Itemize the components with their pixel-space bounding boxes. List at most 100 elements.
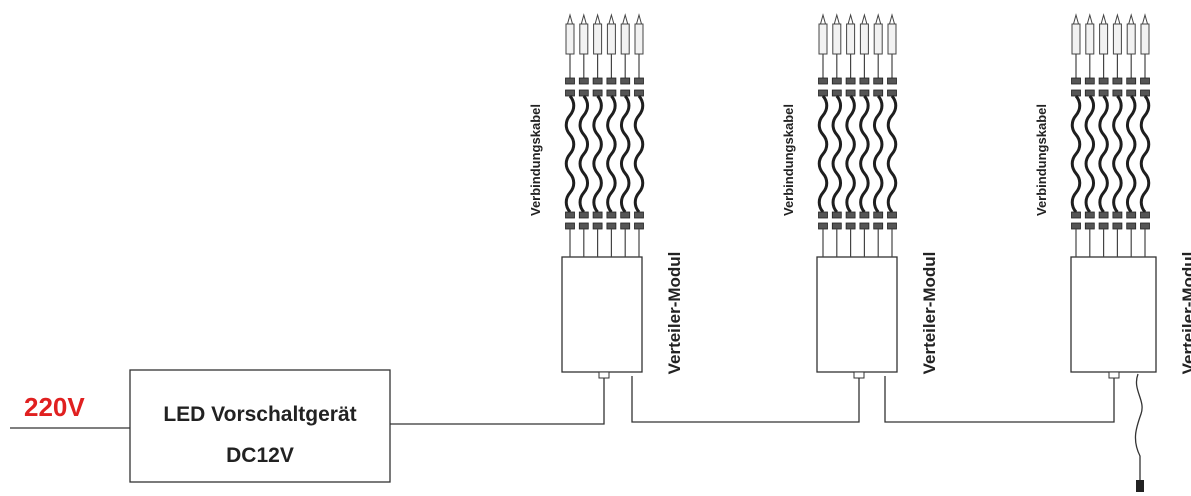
upper-connector: [578, 89, 589, 97]
lower-connector: [1098, 211, 1109, 219]
upper-connector: [859, 77, 870, 85]
led-plug: [593, 23, 603, 55]
led-plug: [620, 23, 630, 55]
led-tip: [847, 13, 854, 25]
lower-connector: [606, 211, 617, 219]
supply-to-module-1-wire: [390, 376, 605, 425]
upper-connector: [620, 77, 631, 85]
distribution-modules: VerbindungskabelVerteiler-ModulVerbindun…: [528, 13, 1191, 379]
connection-cable-wave: [606, 95, 617, 213]
connection-cable-wave: [845, 95, 856, 213]
power-supply-box: [129, 369, 391, 483]
upper-connector: [1084, 89, 1095, 97]
led-plug: [1140, 23, 1150, 55]
upper-connector: [1084, 77, 1095, 85]
module-label: Verteiler-Modul: [920, 252, 939, 375]
upper-connector: [873, 77, 884, 85]
lower-connector: [859, 222, 870, 230]
lower-connector: [887, 222, 897, 230]
lower-connector: [818, 222, 828, 230]
upper-connector: [565, 77, 575, 85]
lower-connector: [859, 211, 870, 219]
module-input-connector: [598, 371, 610, 379]
led-tip: [566, 13, 574, 25]
module-label: Verteiler-Modul: [1179, 252, 1191, 375]
connection-cable-wave: [619, 95, 631, 213]
upper-connector: [845, 77, 856, 85]
lower-connector: [1098, 222, 1109, 230]
upper-connector: [592, 77, 603, 85]
upper-connector: [818, 77, 828, 85]
led-tip: [608, 13, 615, 25]
led-plug: [634, 23, 644, 55]
upper-connector: [1126, 77, 1137, 85]
lower-connector: [845, 211, 856, 219]
connection-cable-wave: [1125, 95, 1137, 213]
led-plug: [1112, 23, 1122, 55]
lower-connector: [1140, 222, 1150, 230]
lower-connector: [831, 222, 842, 230]
output-cable: [633, 13, 645, 257]
connection-cable-wave: [578, 95, 590, 213]
upper-connector: [1071, 77, 1081, 85]
led-tip: [580, 13, 587, 25]
connection-cable-wave: [1098, 95, 1109, 213]
lower-connector: [1126, 211, 1137, 219]
led-plug: [859, 23, 869, 55]
module-box: [1070, 256, 1157, 373]
output-cable: [859, 13, 870, 257]
led-tip: [594, 13, 601, 25]
upper-connector: [565, 89, 575, 97]
lower-connector: [831, 211, 842, 219]
lower-connector: [606, 222, 617, 230]
led-plug: [1071, 23, 1081, 55]
upper-connector: [1098, 89, 1109, 97]
output-cable: [817, 13, 829, 257]
output-cable: [1084, 13, 1096, 257]
upper-connector: [606, 89, 617, 97]
lower-connector: [887, 211, 897, 219]
lower-connector: [634, 211, 644, 219]
connection-cable-wave: [1139, 95, 1151, 213]
lower-connector: [578, 222, 589, 230]
output-cable: [886, 13, 898, 257]
led-tip: [819, 13, 827, 25]
output-cable: [1070, 13, 1082, 257]
lower-connector: [620, 211, 631, 219]
output-cable: [619, 13, 631, 257]
connection-cable-wave: [1070, 95, 1082, 213]
lower-connector: [578, 211, 589, 219]
power-supply-title: LED Vorschaltgerät: [163, 403, 356, 426]
connection-cable-wave: [817, 95, 829, 213]
led-plug: [887, 23, 897, 55]
lower-connector: [1071, 222, 1081, 230]
output-cable: [1139, 13, 1151, 257]
output-cable: [564, 13, 576, 257]
lower-connector: [1084, 211, 1095, 219]
led-tip: [635, 13, 643, 25]
lower-connector: [1084, 222, 1095, 230]
connection-cable-wave: [859, 95, 870, 213]
lower-connector: [1140, 211, 1150, 219]
lower-connector: [1112, 211, 1123, 219]
lower-connector: [1071, 211, 1081, 219]
led-plug: [846, 23, 856, 55]
led-tip: [1141, 13, 1149, 25]
led-tip: [1086, 13, 1093, 25]
module-input-connector: [853, 371, 865, 379]
upper-connector: [578, 77, 589, 85]
led-plug: [818, 23, 828, 55]
led-plug: [565, 23, 575, 55]
module-input-connector: [1108, 371, 1120, 379]
lower-connector: [620, 222, 631, 230]
cable-label: Verbindungskabel: [528, 104, 543, 216]
led-plug: [1085, 23, 1095, 55]
input-voltage-label: 220V: [24, 392, 85, 422]
upper-connector: [634, 89, 644, 97]
led-plug: [832, 23, 842, 55]
connection-cable-wave: [1112, 95, 1123, 213]
lower-connector: [565, 222, 575, 230]
output-cable: [872, 13, 884, 257]
